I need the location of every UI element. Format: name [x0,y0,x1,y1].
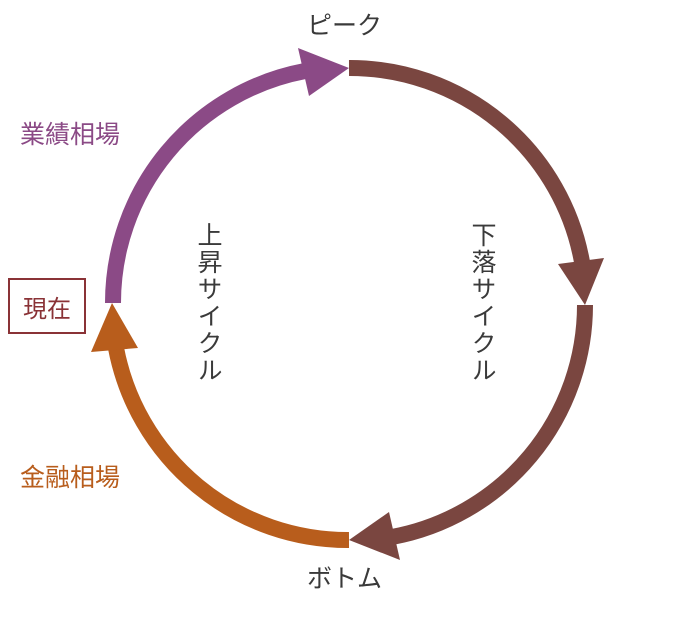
financial-market-arc [108,346,350,549]
falling-cycle-label: 下落サイクル [468,222,497,384]
rising-cycle-label: 上昇サイクル [194,222,223,384]
financial-market-label: 金融相場 [20,463,121,492]
falling-cycle-arrowhead-upper [558,258,604,305]
bottom-label: ボトム [306,564,382,593]
current-label: 現在 [23,294,71,323]
falling-cycle-arc-lower [390,304,593,545]
financial-market-arrowhead [91,303,138,352]
earnings-market-label: 業績相場 [20,120,121,149]
peak-label: ピーク [306,11,382,40]
falling-cycle-arc-upper [348,59,590,264]
earnings-market-arrowhead [298,48,349,96]
bottom-arrowhead [349,512,400,560]
earnings-market-arc [105,63,307,304]
current-position-box: 現在 [8,278,86,334]
